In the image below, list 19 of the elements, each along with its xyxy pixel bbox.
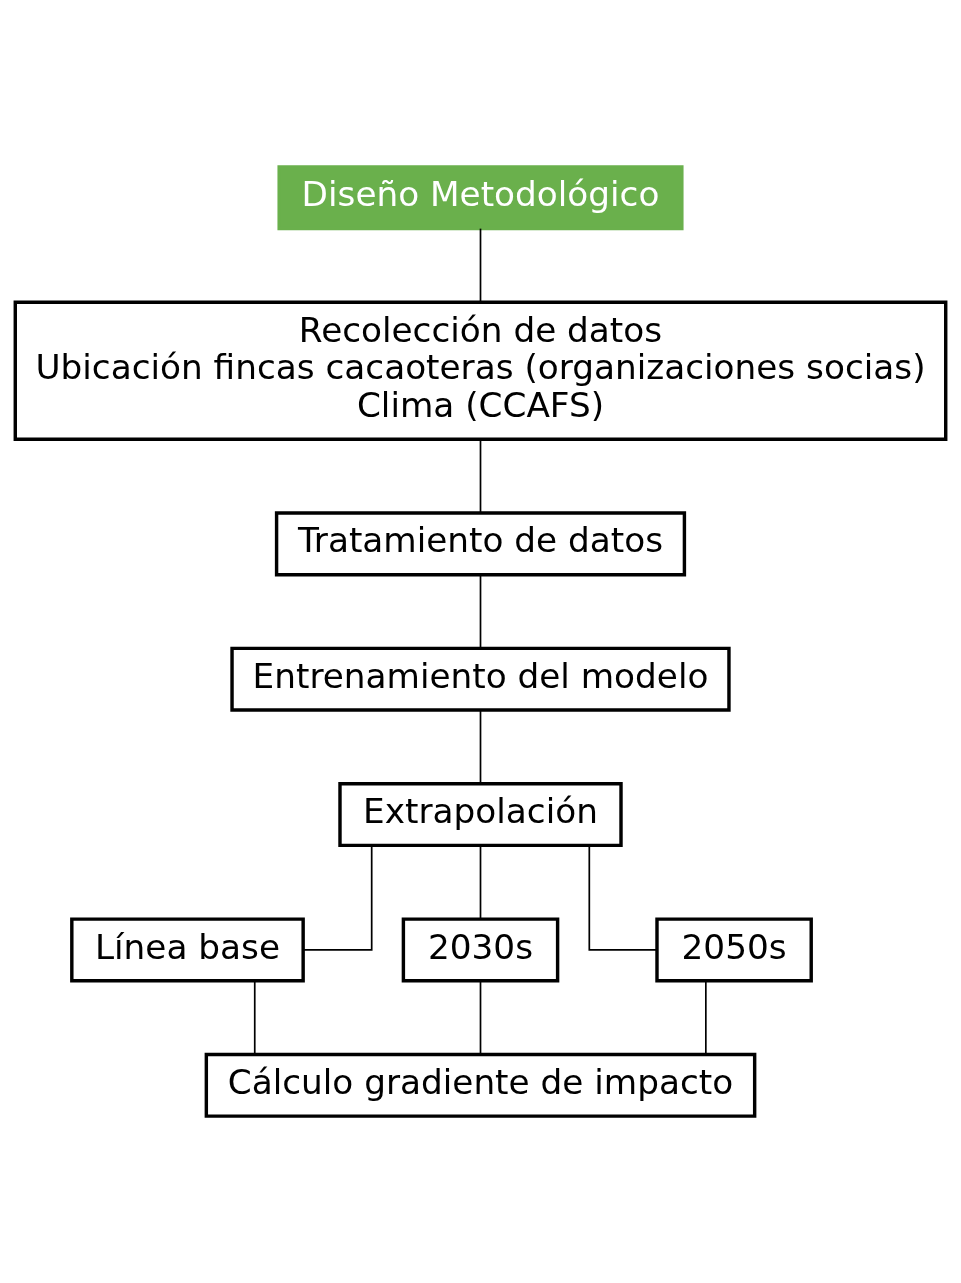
connector — [704, 980, 707, 1055]
node-box: Entrenamiento del modelo — [230, 646, 731, 712]
connector — [253, 980, 256, 1055]
connector — [479, 845, 482, 920]
node-box: Recolección de datos Ubicación fincas cacaoteras (organizaciones socias) Clima (CCAFS) — [13, 300, 948, 441]
connector — [479, 574, 482, 649]
node-box: Diseño Metodológico — [277, 165, 684, 231]
connector — [588, 845, 658, 951]
connector — [302, 845, 373, 951]
connector — [479, 980, 482, 1055]
node-box: Cálculo gradiente de impacto — [204, 1052, 757, 1118]
connector — [479, 438, 482, 514]
node-box: Tratamiento de datos — [274, 511, 687, 577]
node-box: Extrapolación — [338, 782, 623, 848]
node-box: 2030s — [401, 917, 560, 983]
node-box: Línea base — [70, 917, 305, 983]
connector — [479, 227, 482, 303]
connector — [479, 709, 482, 785]
node-box: 2050s — [655, 917, 813, 983]
